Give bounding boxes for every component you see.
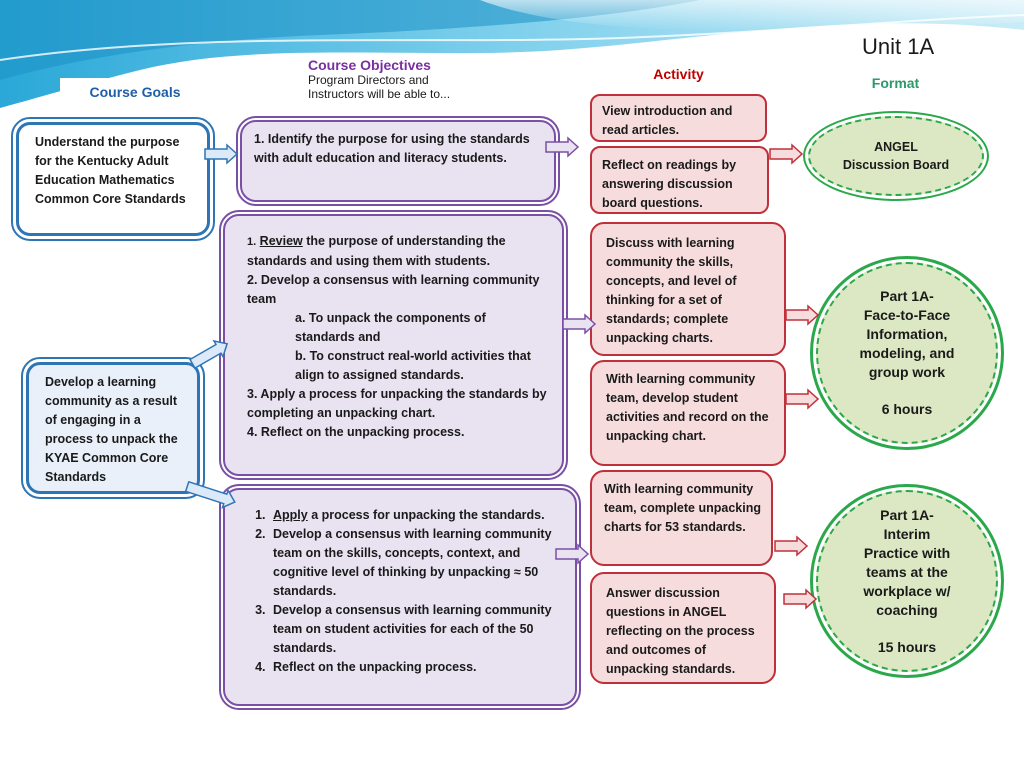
objectives-subtitle-2: Instructors will be able to... (308, 87, 451, 101)
objective-3-list: Apply a process for unpacking the standa… (241, 506, 561, 677)
format-3-line-3: Practice with (863, 544, 951, 561)
format-1-line-1: ANGEL (874, 140, 918, 154)
format-3-line-4: teams at the (866, 563, 948, 580)
activity-6-text: Answer discussion questions in ANGEL ref… (606, 586, 755, 676)
objectives-title: Course Objectives (308, 57, 431, 73)
format-2-line-5: group work (868, 364, 946, 380)
objective-2-item-1-keyword: Review (259, 234, 303, 248)
objective-1-text: 1. Identify the purpose for using the st… (254, 132, 530, 165)
arrow-activity-to-format1 (769, 143, 804, 165)
goal-box-2: Develop a learning community as a result… (21, 357, 205, 499)
format-header: Format (803, 68, 988, 100)
objective-box-1: 1. Identify the purpose for using the st… (236, 116, 560, 206)
activity-box-4: With learning community team, develop st… (590, 360, 786, 466)
format-2-line-3: Information, (866, 326, 948, 342)
objective-2-item-1: 1. Review the purpose of understanding t… (247, 232, 548, 271)
arrow-activity-to-format2-lower (785, 388, 820, 410)
format-3-line-5: workplace w/ (863, 582, 951, 599)
objective-2-item-2b: b. To construct real-world activities th… (295, 349, 531, 382)
format-2-line-1: Part 1A- (880, 288, 934, 304)
format-oval-angel: ANGEL Discussion Board (803, 111, 989, 201)
objective-2-item-2: 2. Develop a consensus with learning com… (247, 273, 540, 306)
format-circle-face-to-face: Part 1A- Face-to-Face Information, model… (810, 256, 1004, 450)
objective-2-item-1-rest: the purpose of understanding the standar… (247, 234, 506, 268)
objective-box-3: Apply a process for unpacking the standa… (219, 484, 581, 710)
unit-title: Unit 1A (862, 34, 935, 59)
activity-4-text: With learning community team, develop st… (606, 372, 769, 443)
format-3-hours: 15 hours (877, 638, 937, 655)
goal-box-1: Understand the purpose for the Kentucky … (11, 117, 215, 241)
format-1-line-2: Discussion Board (842, 158, 950, 172)
activity-1-text: View introduction and read articles. (602, 104, 733, 137)
objective-2-item-2a: a. To unpack the components of standards… (295, 311, 486, 344)
format-2-line-4: modeling, and (859, 345, 955, 361)
arrow-activity-to-format3-upper (774, 535, 809, 557)
course-objectives-header: Course Objectives Program Directors and … (300, 57, 490, 101)
objective-3-item-1-keyword: Apply (273, 508, 308, 522)
objective-3-item-1: Apply a process for unpacking the standa… (269, 506, 561, 525)
objective-3-item-3: Develop a consensus with learning commun… (269, 601, 561, 658)
activity-5-text: With learning community team, complete u… (604, 482, 761, 534)
objective-2-item-4: 4. Reflect on the unpacking process. (247, 425, 465, 439)
format-3-line-2: Interim (883, 525, 931, 542)
activity-box-3: Discuss with learning community the skil… (590, 222, 786, 356)
objective-2-item-1-number: 1. (247, 236, 257, 248)
format-3-line-6: coaching (876, 601, 938, 618)
goal-text-1: Understand the purpose for the Kentucky … (35, 135, 186, 206)
activity-box-2: Reflect on readings by answering discuss… (590, 146, 769, 214)
objective-2-item-3: 3. Apply a process for unpacking the sta… (247, 387, 547, 420)
header-wave-decoration (0, 0, 1024, 108)
arrow-activity-to-format3-lower (783, 588, 818, 610)
activity-header: Activity (590, 60, 767, 88)
objectives-subtitle-1: Program Directors and (308, 73, 429, 87)
format-2-hours: 6 hours (881, 401, 933, 417)
format-3-line-1: Part 1A- (880, 506, 934, 523)
activity-box-5: With learning community team, complete u… (590, 470, 773, 566)
goal-text-2: Develop a learning community as a result… (45, 375, 178, 484)
activity-box-1: View introduction and read articles. (590, 94, 767, 142)
activity-3-text: Discuss with learning community the skil… (606, 236, 737, 345)
objective-3-item-2: Develop a consensus with learning commun… (269, 525, 561, 601)
arrow-activity-to-format2-upper (785, 304, 820, 326)
format-2-line-2: Face-to-Face (863, 307, 951, 323)
activity-2-text: Reflect on readings by answering discuss… (602, 158, 737, 210)
objective-3-item-4: Reflect on the unpacking process. (269, 658, 561, 677)
format-circle-interim: Part 1A- Interim Practice with teams at … (810, 484, 1004, 678)
activity-box-6: Answer discussion questions in ANGEL ref… (590, 572, 776, 684)
objective-box-2: 1. Review the purpose of understanding t… (219, 210, 568, 480)
course-goals-header: Course Goals (60, 78, 210, 108)
objective-3-item-1-rest: a process for unpacking the standards. (307, 508, 545, 522)
